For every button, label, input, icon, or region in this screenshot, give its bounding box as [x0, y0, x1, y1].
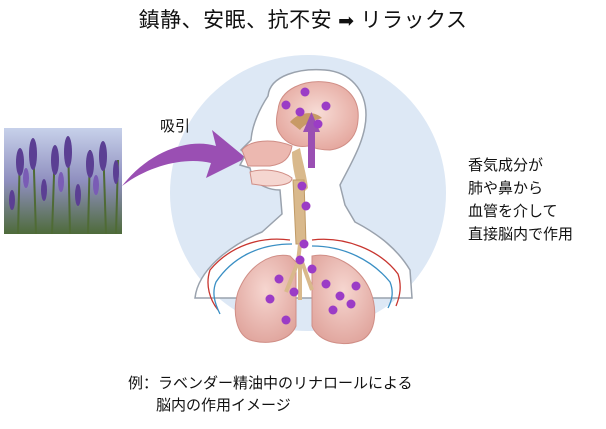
description-line: 肺や鼻から [468, 179, 544, 197]
caption-line-1: 例：ラベンダー精油中のリナロールによる [128, 374, 413, 392]
blood-vessels [207, 238, 401, 315]
mouth-throat [249, 169, 293, 187]
right-lung [311, 254, 376, 344]
caption: 例：ラベンダー精油中のリナロールによる 脳内の作用イメージ [128, 372, 413, 416]
title-right: リラックス [360, 8, 468, 32]
title-left: 鎮静、安眠、抗不安 [138, 8, 333, 32]
diagram-title: 鎮静、安眠、抗不安➡リラックス [0, 4, 606, 34]
caption-line-2: 脳内の作用イメージ [156, 396, 291, 414]
brain-inner [290, 113, 322, 130]
lavender-photo-icon [4, 128, 122, 235]
nasal-cavity [241, 140, 293, 167]
description-line: 直接脳内で作用 [468, 225, 574, 243]
description-line: 香気成分が [468, 156, 544, 174]
inhale-label: 吸引 [160, 117, 191, 135]
molecule-dots [265, 87, 361, 325]
description: 香気成分が 肺や鼻から 血管を介して 直接脳内で作用 [468, 154, 573, 246]
description-line: 血管を介して [468, 202, 558, 220]
inhale-arrow-icon [122, 130, 246, 186]
right-arrow-icon: ➡ [338, 10, 355, 32]
